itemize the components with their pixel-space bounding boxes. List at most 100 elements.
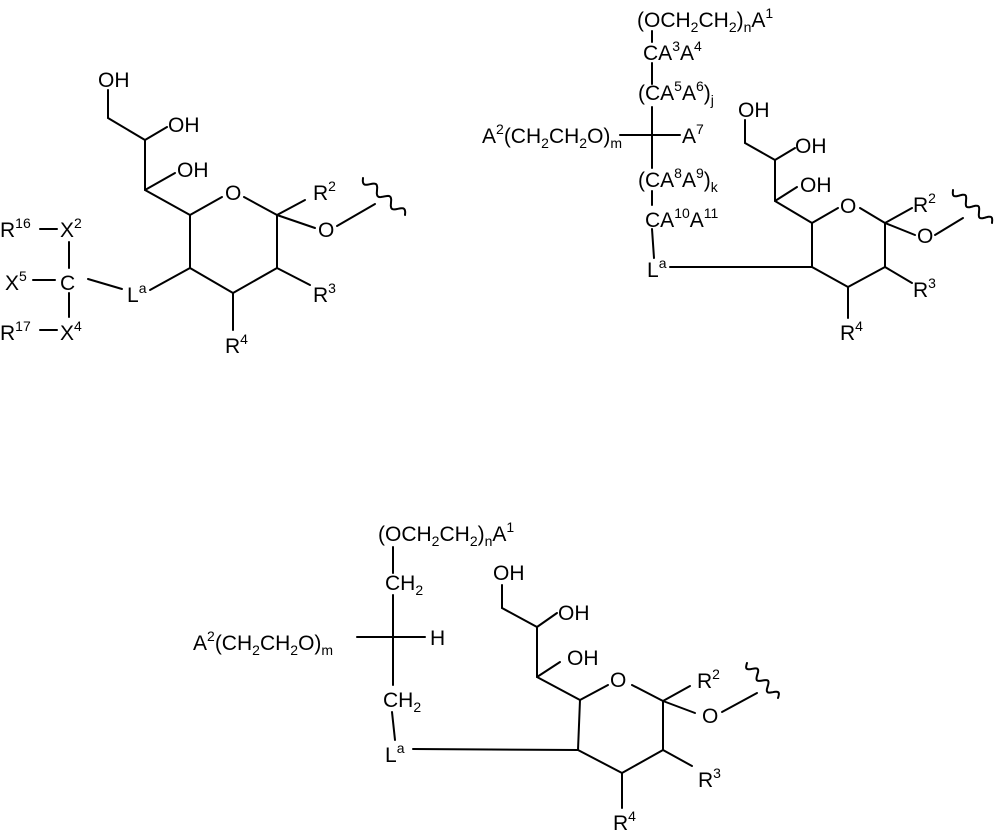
label-text: R xyxy=(313,284,328,307)
bond-line xyxy=(150,268,190,290)
label-text: (CA xyxy=(638,169,674,192)
label-text: R xyxy=(697,670,712,693)
superscript: 2 xyxy=(207,628,215,644)
subscript: j xyxy=(710,92,714,108)
bond-line xyxy=(337,204,375,226)
superscript: 4 xyxy=(628,808,636,824)
label-peg-n: (OCH2CH2)nA1 xyxy=(378,519,514,549)
subscript: 2 xyxy=(579,135,587,151)
label-text: CH xyxy=(439,523,469,546)
structure-3: (OCH2CH2)nA1CH2A2(CH2CH2O)mHCH2LaOHOHOHO… xyxy=(193,519,779,834)
label-text: R xyxy=(0,219,15,242)
label-ring-o: O xyxy=(610,669,626,692)
subscript: 2 xyxy=(413,699,421,715)
label-r2: R2 xyxy=(913,190,936,217)
label-text: C xyxy=(60,272,75,295)
superscript: 8 xyxy=(674,165,682,181)
bond-line xyxy=(622,750,663,773)
subscript: 2 xyxy=(470,533,478,549)
bond-line xyxy=(537,613,557,627)
label-peg-m: A2(CH2CH2O)m xyxy=(193,628,333,658)
superscript: 4 xyxy=(855,318,863,334)
bond-line xyxy=(578,750,622,773)
label-text: (CH xyxy=(504,125,541,148)
superscript: 2 xyxy=(328,178,336,194)
label-r4: R4 xyxy=(225,331,248,358)
label-text: OH xyxy=(795,135,827,158)
bond-line xyxy=(632,685,663,701)
label-text: H xyxy=(430,627,445,650)
label-text: O) xyxy=(587,125,610,148)
label-text: A xyxy=(193,632,207,655)
bond-line xyxy=(190,268,233,293)
label-text: ) xyxy=(737,9,744,32)
label-text: OH xyxy=(738,99,770,122)
label-text: O xyxy=(702,705,718,728)
label-oh-mid: OH xyxy=(168,114,200,137)
label-h: H xyxy=(430,627,445,650)
label-oh-low: OH xyxy=(177,159,209,182)
superscript: 6 xyxy=(696,78,704,94)
label-text: CA xyxy=(645,209,674,232)
label-x4: X4 xyxy=(60,318,82,345)
label-ca5a6j: (CA5A6)j xyxy=(638,78,714,108)
label-text: (OCH xyxy=(637,9,691,32)
subscript: 2 xyxy=(541,135,549,151)
bond-line xyxy=(885,223,915,235)
bond-line xyxy=(277,215,315,228)
label-oh-top: OH xyxy=(98,69,130,92)
label-text: O) xyxy=(298,632,321,655)
label-text: OH xyxy=(98,69,130,92)
label-text: (OCH xyxy=(378,523,432,546)
label-x5: X5 xyxy=(5,268,27,295)
bond-line xyxy=(885,267,912,283)
subscript: m xyxy=(610,135,622,151)
label-text: X xyxy=(60,322,74,345)
superscript: 4 xyxy=(240,331,248,347)
label-text: R xyxy=(613,812,628,834)
label-text: CH xyxy=(698,9,728,32)
superscript: 17 xyxy=(15,318,31,334)
bond-line xyxy=(145,190,190,215)
superscript: 2 xyxy=(712,666,720,682)
label-r3: R3 xyxy=(313,280,336,307)
bond-line xyxy=(745,143,775,160)
subscript: 2 xyxy=(691,19,699,35)
label-glyco-o: O xyxy=(702,705,718,728)
label-text: CA xyxy=(643,42,672,65)
wavy-attachment-bond-icon xyxy=(953,190,992,223)
superscript: 10 xyxy=(674,205,690,221)
label-text: CH xyxy=(385,572,415,595)
bond-line xyxy=(812,267,848,287)
label-r4: R4 xyxy=(613,808,636,834)
label-ring-o: O xyxy=(225,182,241,205)
label-r16: R16 xyxy=(0,215,31,242)
label-text: R xyxy=(913,194,928,217)
label-text: R xyxy=(0,322,15,345)
superscript: 2 xyxy=(74,215,82,231)
subscript: m xyxy=(321,642,333,658)
superscript: 2 xyxy=(496,121,504,137)
label-ch2-bottom: CH2 xyxy=(383,689,421,715)
bond-line xyxy=(277,268,310,285)
label-text: X xyxy=(5,272,19,295)
label-text: CH xyxy=(260,632,290,655)
superscript: 3 xyxy=(928,275,936,291)
bond-line xyxy=(88,279,122,289)
bond-line xyxy=(652,229,654,258)
superscript: 5 xyxy=(674,78,682,94)
superscript: 3 xyxy=(672,38,680,54)
subscript: 2 xyxy=(729,19,737,35)
label-text: CH xyxy=(383,689,413,712)
bond-line xyxy=(848,267,885,287)
superscript: 1 xyxy=(765,5,773,21)
label-text: ) xyxy=(704,169,711,192)
bond-line xyxy=(812,208,838,223)
wavy-attachment-bond-icon xyxy=(363,178,405,215)
structure-2: (OCH2CH2)nA1CA3A4(CA5A6)jA2(CH2CH2O)mA7(… xyxy=(482,5,992,345)
bond-line xyxy=(775,201,812,223)
label-text: OH xyxy=(558,602,590,625)
label-text: O xyxy=(225,182,241,205)
label-ch2-top: CH2 xyxy=(385,572,423,598)
